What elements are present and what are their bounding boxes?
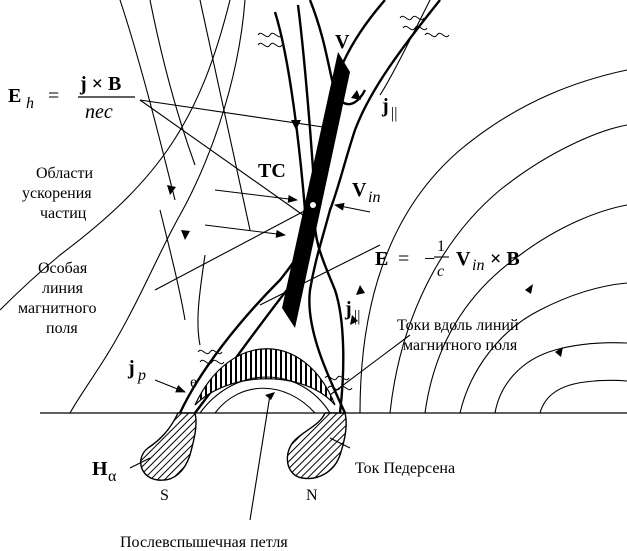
- svg-text:магнитного поля: магнитного поля: [403, 337, 518, 354]
- post-flare-loop-label: Послевспышечная петля: [120, 534, 288, 551]
- j-parallel-top-sub: ||: [391, 105, 397, 122]
- eh-lhs: E: [8, 85, 21, 107]
- e-v-sub: in: [472, 257, 484, 274]
- j-parallel-bottom-sub: ||: [354, 308, 360, 325]
- svg-text:Токи вдоль линий: Токи вдоль линий: [397, 317, 519, 334]
- svg-text:магнитного: магнитного: [18, 300, 97, 317]
- singular-line-label: Особая линия магнитного поля: [18, 260, 97, 337]
- acceleration-regions-label: Области ускорения частиц: [22, 165, 93, 222]
- svg-text:Области: Области: [36, 165, 93, 182]
- field-lines-right: [359, 0, 627, 414]
- formula-eh: E h = j × B nec: [8, 73, 135, 123]
- svg-text:линия: линия: [42, 280, 84, 297]
- eh-numerator: j × B: [79, 73, 121, 95]
- v-label: V: [335, 31, 350, 53]
- vin-label-sub: in: [368, 189, 380, 206]
- h-alpha-ribbon-south: [140, 412, 197, 481]
- svg-text:частиц: частиц: [40, 205, 87, 222]
- h-alpha-label-sub: α: [108, 468, 117, 485]
- x-point: [310, 202, 316, 208]
- eh-denominator: nec: [85, 101, 113, 123]
- pointer-lines: [129, 99, 411, 521]
- vin-label: V: [352, 179, 367, 201]
- j-parallel-top: j: [381, 95, 389, 117]
- eh-lhs-sub: h: [26, 95, 34, 112]
- j-parallel-bottom: j: [344, 298, 352, 320]
- electron-label: e: [190, 374, 197, 391]
- svg-text:ускорения: ускорения: [22, 185, 92, 202]
- e-v: V: [456, 248, 471, 270]
- e-frac-den: c: [437, 263, 444, 280]
- pedersen-current-label: Ток Педерсена: [355, 460, 455, 477]
- field-lines-left: [0, 0, 251, 414]
- jp-label-sub: p: [137, 367, 146, 384]
- formula-e: E = − 1 c V in × B: [375, 238, 520, 280]
- south-label: S: [160, 487, 169, 504]
- current-sheet: [282, 52, 350, 328]
- svg-text:Особая: Особая: [38, 260, 88, 277]
- wave-marks: [197, 15, 450, 391]
- inner-loop: [214, 387, 316, 414]
- h-alpha-ribbon-north: [286, 412, 347, 480]
- e-minus: −: [424, 248, 435, 270]
- e-tail: × B: [490, 248, 520, 270]
- svg-text:поля: поля: [46, 320, 78, 337]
- tc-label: TC: [258, 160, 286, 182]
- h-alpha-label: H: [92, 458, 108, 480]
- north-label: N: [306, 487, 318, 504]
- inner-loop-2: [199, 376, 331, 414]
- field-aligned-currents-label: Токи вдоль линий магнитного поля: [397, 317, 519, 354]
- eh-equals: =: [48, 85, 59, 107]
- e-frac-num: 1: [437, 238, 445, 255]
- e-lhs: E: [375, 248, 388, 270]
- e-equals: =: [398, 248, 409, 270]
- jp-label: j: [127, 357, 135, 379]
